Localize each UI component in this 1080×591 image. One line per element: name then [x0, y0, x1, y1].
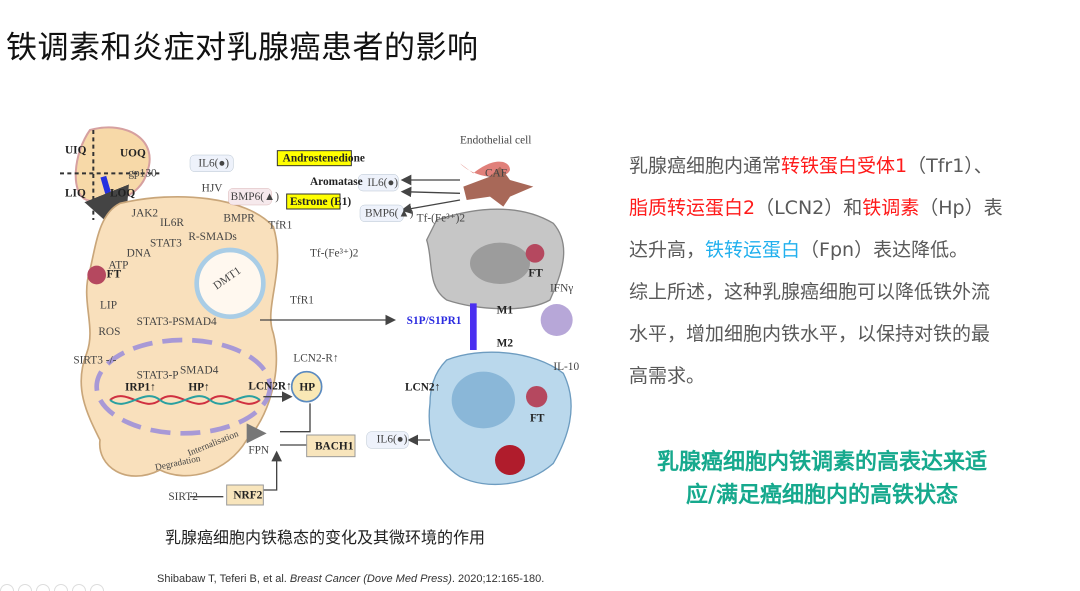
- label-fpn: FPN: [248, 444, 269, 456]
- label-caf: CAF: [485, 168, 507, 180]
- text: （Hp）表: [919, 197, 1003, 219]
- label-ft-m2: FT: [530, 413, 545, 425]
- label-il6-2: IL6(●): [367, 177, 398, 189]
- summary-line: 高需求。: [629, 365, 706, 387]
- conclusion-line: 乳腺癌细胞内铁调素的高表达来适: [656, 450, 987, 475]
- text: 乳腺癌细胞内通常: [629, 155, 782, 177]
- label-lcn2-r: LCN2-R↑: [293, 353, 338, 365]
- label-dna: DNA: [127, 248, 152, 260]
- endosome: [194, 247, 266, 319]
- label-ifng: IFNγ: [550, 283, 573, 295]
- label-hp: HP: [299, 382, 315, 394]
- text: （Tfr1）、: [907, 155, 993, 177]
- label-jak2: JAK2: [132, 208, 159, 220]
- label-estrone: Estrone (E1): [290, 196, 351, 208]
- label-smad4-2: SMAD4: [180, 364, 219, 376]
- label-liq: LIQ: [65, 188, 86, 200]
- label-bmp6-2: BMP6(▲): [365, 208, 414, 220]
- label-loq: LOQ: [110, 188, 135, 200]
- slide-title: 铁调素和炎症对乳腺癌患者的影响: [6, 30, 479, 66]
- label-uoq: UOQ: [120, 148, 146, 160]
- text: （Fpn）表达降低。: [800, 239, 969, 261]
- caf-cell: [463, 166, 534, 207]
- label-il6-3: IL6(●): [377, 434, 408, 446]
- citation-authors: Shibabaw T, Teferi B, et al.: [157, 573, 290, 585]
- citation: Shibabaw T, Teferi B, et al. Breast Canc…: [157, 573, 544, 585]
- description-text: 乳腺癌细胞内通常转铁蛋白受体1（Tfr1）、 脂质转运蛋白2（LCN2）和铁调素…: [629, 145, 1079, 397]
- label-bmpr: BMPR: [223, 213, 255, 225]
- label-hjv: HJV: [202, 183, 224, 195]
- label-aromatase: Aromatase: [310, 176, 363, 188]
- label-smad4: SMAD4: [178, 316, 217, 328]
- label-m2: M2: [497, 338, 514, 350]
- label-gp130: gp130: [128, 168, 157, 180]
- label-s1p-s1pr1: S1P/S1PR1: [407, 315, 462, 327]
- label-atp: ATP: [108, 259, 128, 271]
- label-bmp6: BMP6(▲): [231, 191, 280, 203]
- nucleus: [94, 337, 273, 436]
- label-tf-fe: Tf-(Fe³⁺)2: [310, 248, 359, 260]
- label-bach1: BACH1: [315, 440, 354, 452]
- label-irp1: IRP1↑: [125, 382, 156, 394]
- label-lcn2r-up: LCN2R↑: [248, 380, 291, 392]
- label-uiq: UIQ: [65, 144, 87, 156]
- highlight-fpn: 铁转运蛋白: [705, 239, 801, 261]
- highlight-lcn2: 脂质转运蛋白2: [629, 197, 756, 219]
- label-tfr1: TfR1: [268, 219, 292, 231]
- citation-details: . 2020;12:165-180.: [451, 573, 545, 585]
- label-ft: FT: [107, 268, 122, 280]
- label-tf-fe-2: Tf-(Fe³⁺)2: [417, 213, 466, 225]
- text: （LCN2）和: [755, 197, 863, 219]
- label-hp-up: HP↑: [188, 382, 209, 394]
- label-lip: LIP: [100, 299, 117, 311]
- citation-journal: Breast Cancer (Dove Med Press): [289, 573, 452, 585]
- label-m1: M1: [497, 304, 514, 316]
- highlight-tfr1: 转铁蛋白受体1: [781, 155, 908, 177]
- label-stat3-p-2: STAT3-P: [137, 369, 179, 381]
- label-sirt3: SIRT3 -/-: [73, 354, 116, 366]
- label-androstenedione: Androstenedione: [283, 153, 365, 165]
- summary-line: 水平，增加细胞内铁水平，以保持对铁的最: [629, 323, 991, 345]
- label-sirt2: SIRT2: [168, 491, 198, 503]
- iron-homeostasis-diagram: UIQ UOQ LIQ LOQ gp130 IL6(●) Androstened…: [60, 126, 579, 506]
- text: 达升高，: [629, 239, 706, 261]
- label-il6r: IL6R: [160, 217, 184, 229]
- label-stat3-p: STAT3-P: [137, 316, 179, 328]
- conclusion-line: 应/满足癌细胞内的高铁状态: [685, 483, 959, 508]
- label-il6: IL6(●): [198, 158, 229, 170]
- key-conclusion: 乳腺癌细胞内铁调素的高表达来适 应/满足癌细胞内的高铁状态: [600, 446, 1044, 512]
- label-r-smads: R-SMADs: [188, 231, 236, 243]
- slide-nav-dots: [0, 584, 104, 591]
- label-il-10: IL-10: [553, 361, 579, 373]
- label-nrf2: NRF2: [233, 489, 262, 501]
- label-lcn2: LCN2↑: [405, 382, 440, 394]
- label-tfr1-2: TfR1: [290, 294, 314, 306]
- highlight-hp: 铁调素: [862, 197, 920, 219]
- label-ros: ROS: [98, 326, 120, 338]
- label-endothelial-cell: Endothelial cell: [460, 134, 531, 146]
- label-ft-m1: FT: [528, 268, 543, 280]
- label-stat3: STAT3: [150, 238, 182, 250]
- lymphocyte: [540, 304, 573, 336]
- summary-line: 综上所述，这种乳腺癌细胞可以降低铁外流: [629, 281, 991, 303]
- figure-caption: 乳腺癌细胞内铁稳态的变化及其微环境的作用: [165, 528, 486, 547]
